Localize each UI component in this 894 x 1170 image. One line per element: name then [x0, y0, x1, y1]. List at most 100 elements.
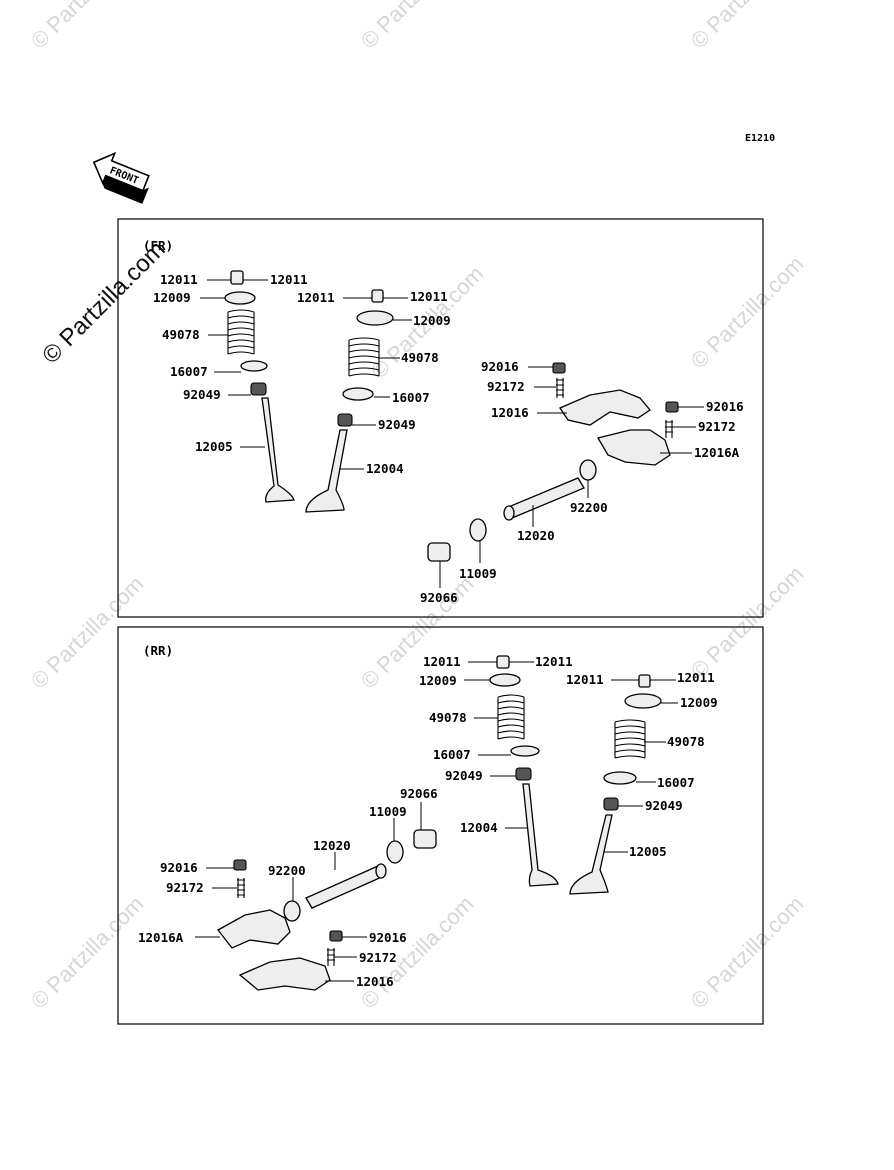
keeper — [371, 289, 384, 303]
front-arrow-icon: FRONT — [92, 151, 150, 204]
part-number-label: 49078 — [401, 350, 439, 365]
valve — [261, 397, 295, 503]
part-number-label: 49078 — [162, 327, 200, 342]
valve-stack-right — [305, 289, 394, 513]
valve-stack-right — [569, 674, 662, 895]
part-number-label: 92016 — [481, 359, 519, 374]
part-number-label: 12004 — [366, 461, 404, 476]
rocker-shaft — [305, 865, 385, 909]
part-number-label: 12016A — [694, 445, 740, 460]
part-number-label: 92066 — [420, 590, 458, 605]
spring-seat — [342, 387, 374, 401]
section-fr: (FR) — [117, 218, 764, 618]
callout-labels: 12011 12011 12009 49078 16007 92049 1200… — [138, 654, 718, 989]
washer — [283, 900, 301, 922]
part-number-label: 92066 — [400, 786, 438, 801]
part-number-label: 12005 — [629, 844, 667, 859]
watermark: © Partzilla.com — [26, 891, 149, 1014]
part-number-label: 12009 — [153, 290, 191, 305]
plug-bolt — [427, 542, 451, 562]
part-number-label: 16007 — [657, 775, 695, 790]
watermark-layer: © Partzilla.com © Partzilla.com © Partzi… — [26, 0, 809, 1014]
nut — [233, 859, 247, 871]
part-number-label: 12009 — [413, 313, 451, 328]
shaft-end — [503, 505, 515, 521]
section-label: (RR) — [143, 643, 173, 658]
part-number-label: 92049 — [183, 387, 221, 402]
rocker-arm — [596, 429, 671, 466]
rocker-arm — [217, 909, 291, 949]
rocker-arm — [559, 389, 651, 426]
spring — [497, 694, 525, 740]
part-number-label: 12020 — [517, 528, 555, 543]
nut — [552, 362, 566, 374]
part-number-label: 16007 — [392, 390, 430, 405]
part-number-label: 92200 — [570, 500, 608, 515]
part-number-label: 11009 — [459, 566, 497, 581]
valve-stack-left — [224, 270, 295, 503]
valve-stack-left — [489, 655, 559, 887]
nut — [329, 930, 343, 942]
stem-seal — [337, 413, 353, 427]
part-number-label: 92016 — [160, 860, 198, 875]
o-ring — [386, 840, 404, 864]
retainer — [356, 310, 394, 326]
part-number-label: 49078 — [429, 710, 467, 725]
leader-lines — [195, 661, 678, 982]
spring-seat — [603, 771, 637, 785]
rocker-assembly — [427, 362, 679, 562]
watermark-main: © Partzilla.com — [37, 236, 170, 369]
spring-seat — [510, 745, 540, 757]
part-number-label: 92172 — [166, 880, 204, 895]
keeper — [638, 674, 651, 688]
part-number-label: 12020 — [313, 838, 351, 853]
part-number-label: 92049 — [645, 798, 683, 813]
part-number-label: 12011 — [677, 670, 715, 685]
valve — [522, 783, 559, 887]
adjust-screw — [327, 948, 335, 966]
stem-seal — [603, 797, 619, 811]
part-number-label: 12016 — [356, 974, 394, 989]
spring — [614, 719, 646, 759]
spring — [227, 309, 255, 355]
diagram-code: E1210 — [745, 133, 775, 144]
part-number-label: 92016 — [369, 930, 407, 945]
part-number-label: 92049 — [445, 768, 483, 783]
part-number-label: 16007 — [170, 364, 208, 379]
valve — [569, 814, 613, 895]
rocker-assembly — [217, 829, 437, 991]
part-number-label: 12004 — [460, 820, 498, 835]
watermark: © Partzilla.com — [356, 571, 479, 694]
part-number-label: 92172 — [698, 419, 736, 434]
plug-bolt — [413, 829, 437, 849]
part-number-label: 12009 — [419, 673, 457, 688]
section-rr: (RR) — [117, 626, 764, 1025]
retainer — [624, 693, 662, 709]
watermark: © Partzilla.com — [686, 891, 809, 1014]
retainer — [489, 673, 521, 687]
watermark: © Partzilla.com — [686, 561, 809, 684]
washer — [579, 459, 597, 481]
part-number-label: 12011 — [410, 289, 448, 304]
part-number-label: 12011 — [566, 672, 604, 687]
keeper — [496, 655, 510, 669]
part-number-label: 12011 — [297, 290, 335, 305]
shaft-end — [375, 863, 387, 879]
valve — [305, 429, 348, 513]
stem-seal — [250, 382, 267, 396]
part-number-label: 12009 — [680, 695, 718, 710]
callout-labels: 12011 12011 12009 49078 16007 92049 1200… — [153, 272, 744, 605]
adjust-screw — [556, 378, 564, 398]
part-number-label: 92172 — [359, 950, 397, 965]
adjust-screw — [665, 420, 673, 438]
part-number-label: 92016 — [706, 399, 744, 414]
o-ring — [469, 518, 487, 542]
part-number-label: 12005 — [195, 439, 233, 454]
part-number-label: 49078 — [667, 734, 705, 749]
section-label: (FR) — [143, 238, 173, 253]
keeper — [230, 270, 244, 285]
part-number-label: 11009 — [369, 804, 407, 819]
part-number-label: 92200 — [268, 863, 306, 878]
leader-lines — [200, 279, 704, 588]
